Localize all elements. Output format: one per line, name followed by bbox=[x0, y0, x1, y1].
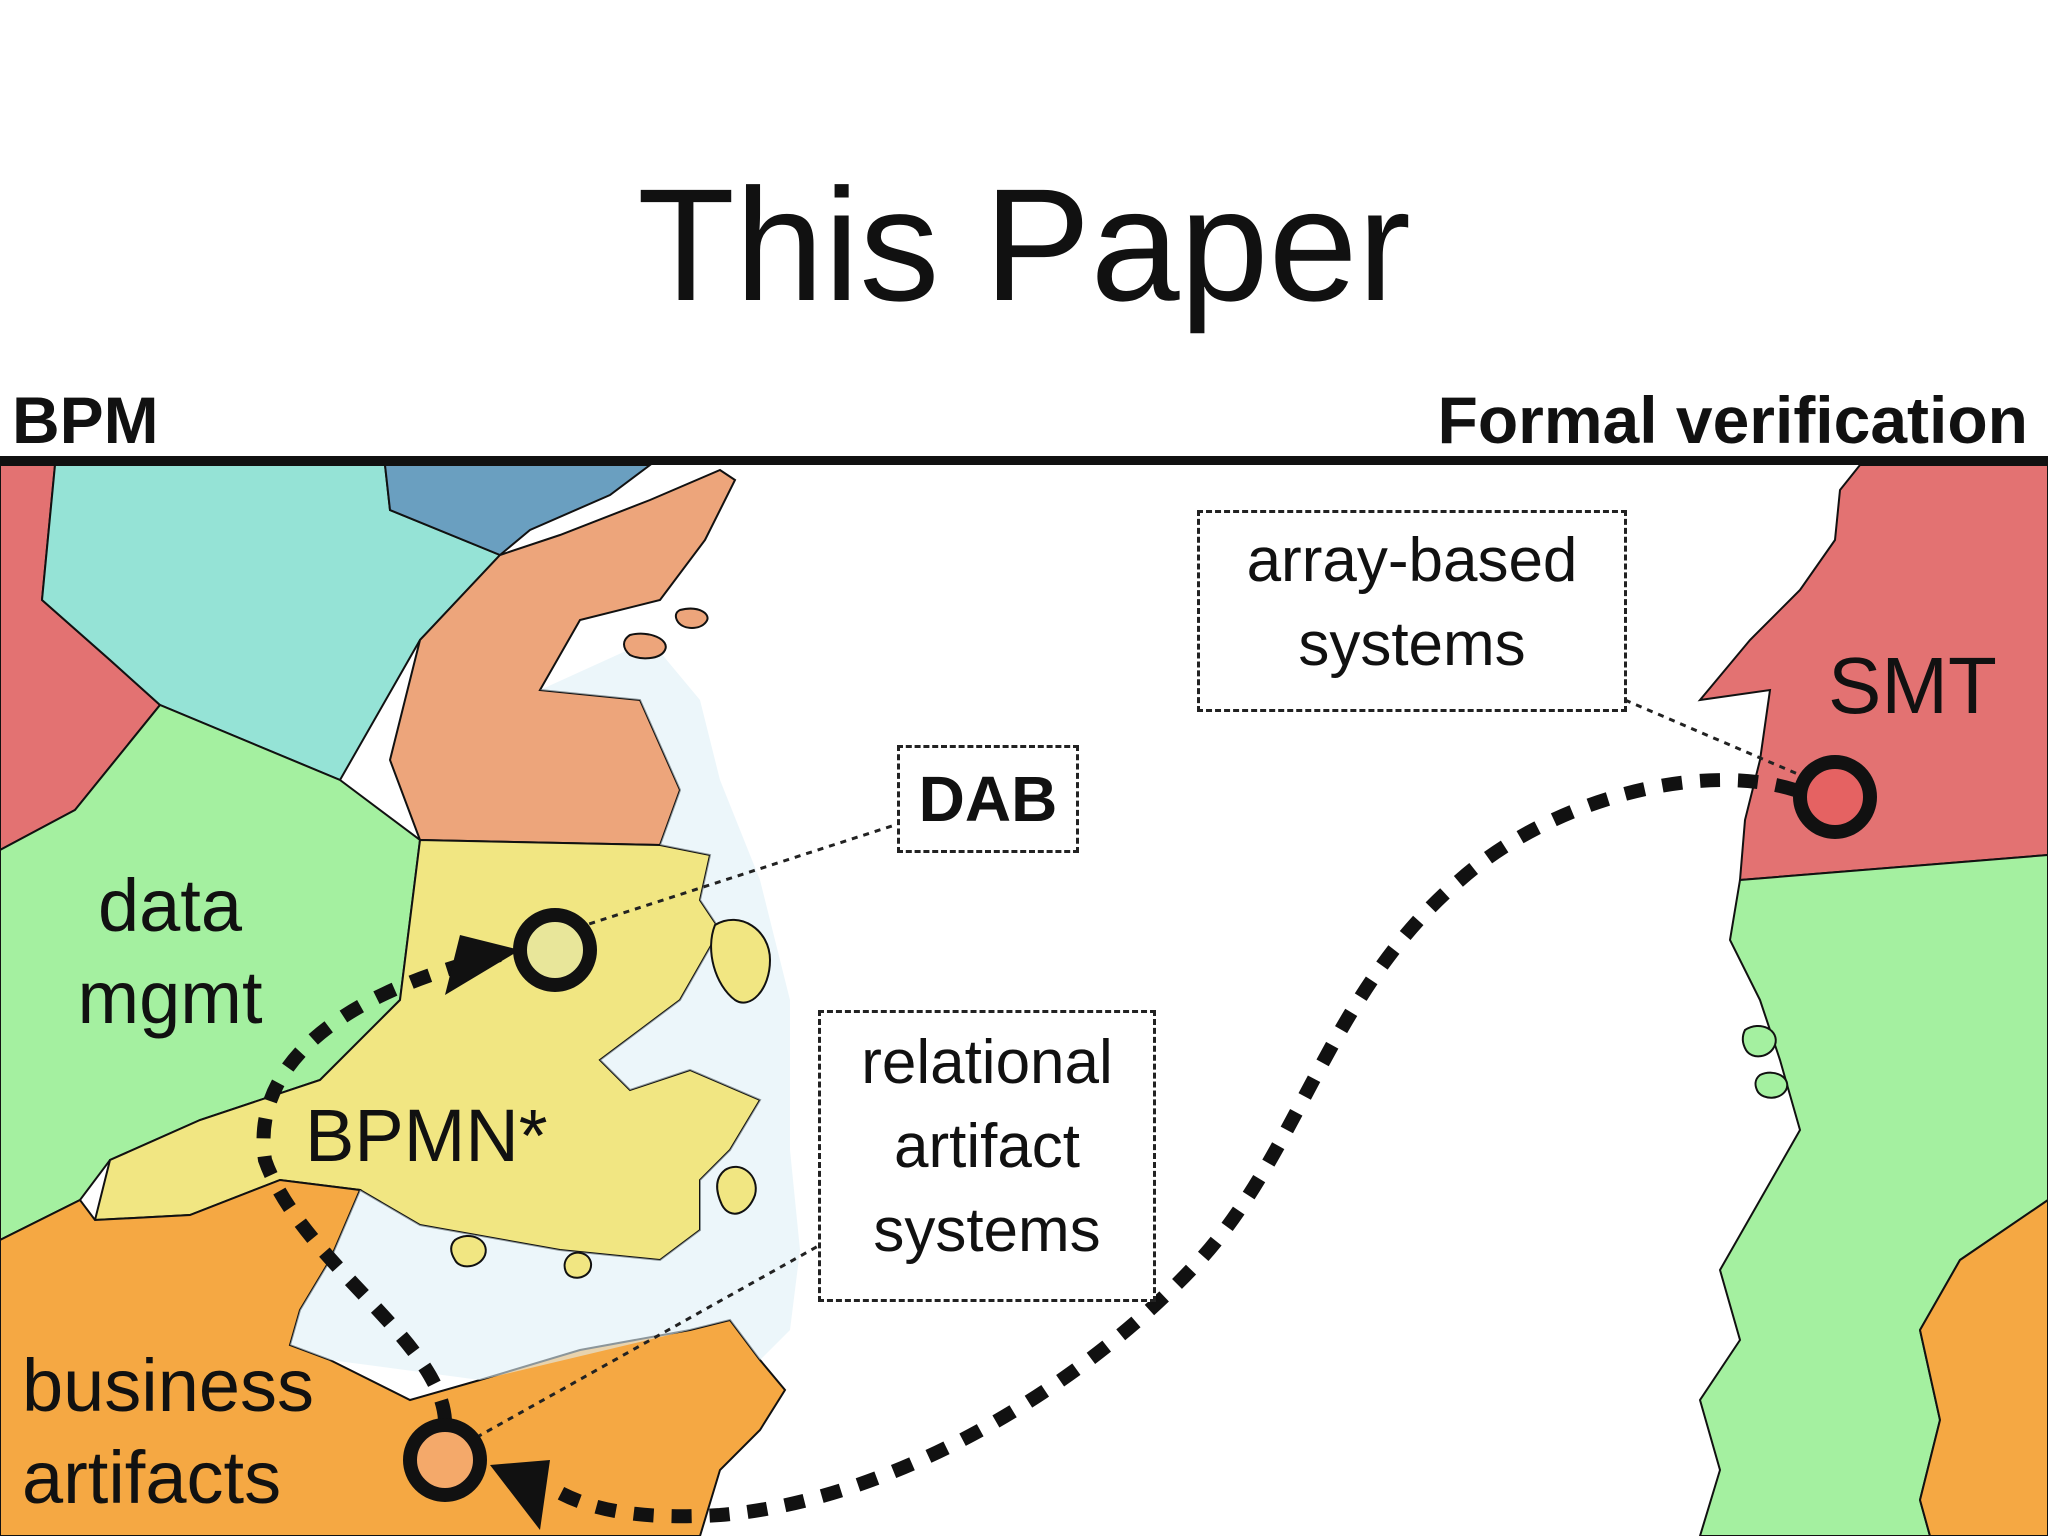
smt-node bbox=[1793, 755, 1877, 839]
island bbox=[1754, 1071, 1789, 1099]
orange-region-right bbox=[1918, 1198, 2048, 1536]
dab-box: DAB bbox=[897, 745, 1079, 853]
blue-region bbox=[383, 464, 653, 557]
smt-arrow-path bbox=[551, 773, 1798, 1524]
island bbox=[1741, 1025, 1777, 1058]
island bbox=[674, 607, 709, 629]
island bbox=[623, 632, 667, 660]
island bbox=[563, 1251, 593, 1279]
orange-region bbox=[0, 1178, 787, 1536]
island bbox=[716, 1165, 757, 1215]
array-connector bbox=[1624, 698, 1836, 792]
smt-label: SMT bbox=[1828, 641, 1997, 730]
island bbox=[450, 1235, 487, 1268]
business-artifacts-label: business artifacts bbox=[22, 1344, 315, 1519]
data-mgmt-label: data mgmt bbox=[77, 864, 263, 1039]
bpm-header: BPM bbox=[12, 383, 159, 457]
bpmn-label: BPMN* bbox=[305, 1094, 548, 1177]
array-based-systems-box: array-based systems bbox=[1197, 510, 1627, 712]
header-divider bbox=[0, 456, 2048, 465]
loop-arrow-path bbox=[256, 948, 502, 1421]
relational-artifact-systems-box: relational artifact systems bbox=[818, 1010, 1156, 1302]
smt-arrowhead bbox=[490, 1460, 550, 1530]
salmon-region bbox=[388, 468, 737, 847]
business-artifacts-node bbox=[403, 1418, 487, 1502]
bay-ice bbox=[290, 640, 800, 1380]
loop-arrowhead bbox=[445, 935, 520, 995]
page-title: This Paper bbox=[637, 155, 1411, 334]
island bbox=[710, 919, 772, 1004]
dab-node bbox=[513, 908, 597, 992]
formal-verification-header: Formal verification bbox=[1437, 383, 2029, 457]
